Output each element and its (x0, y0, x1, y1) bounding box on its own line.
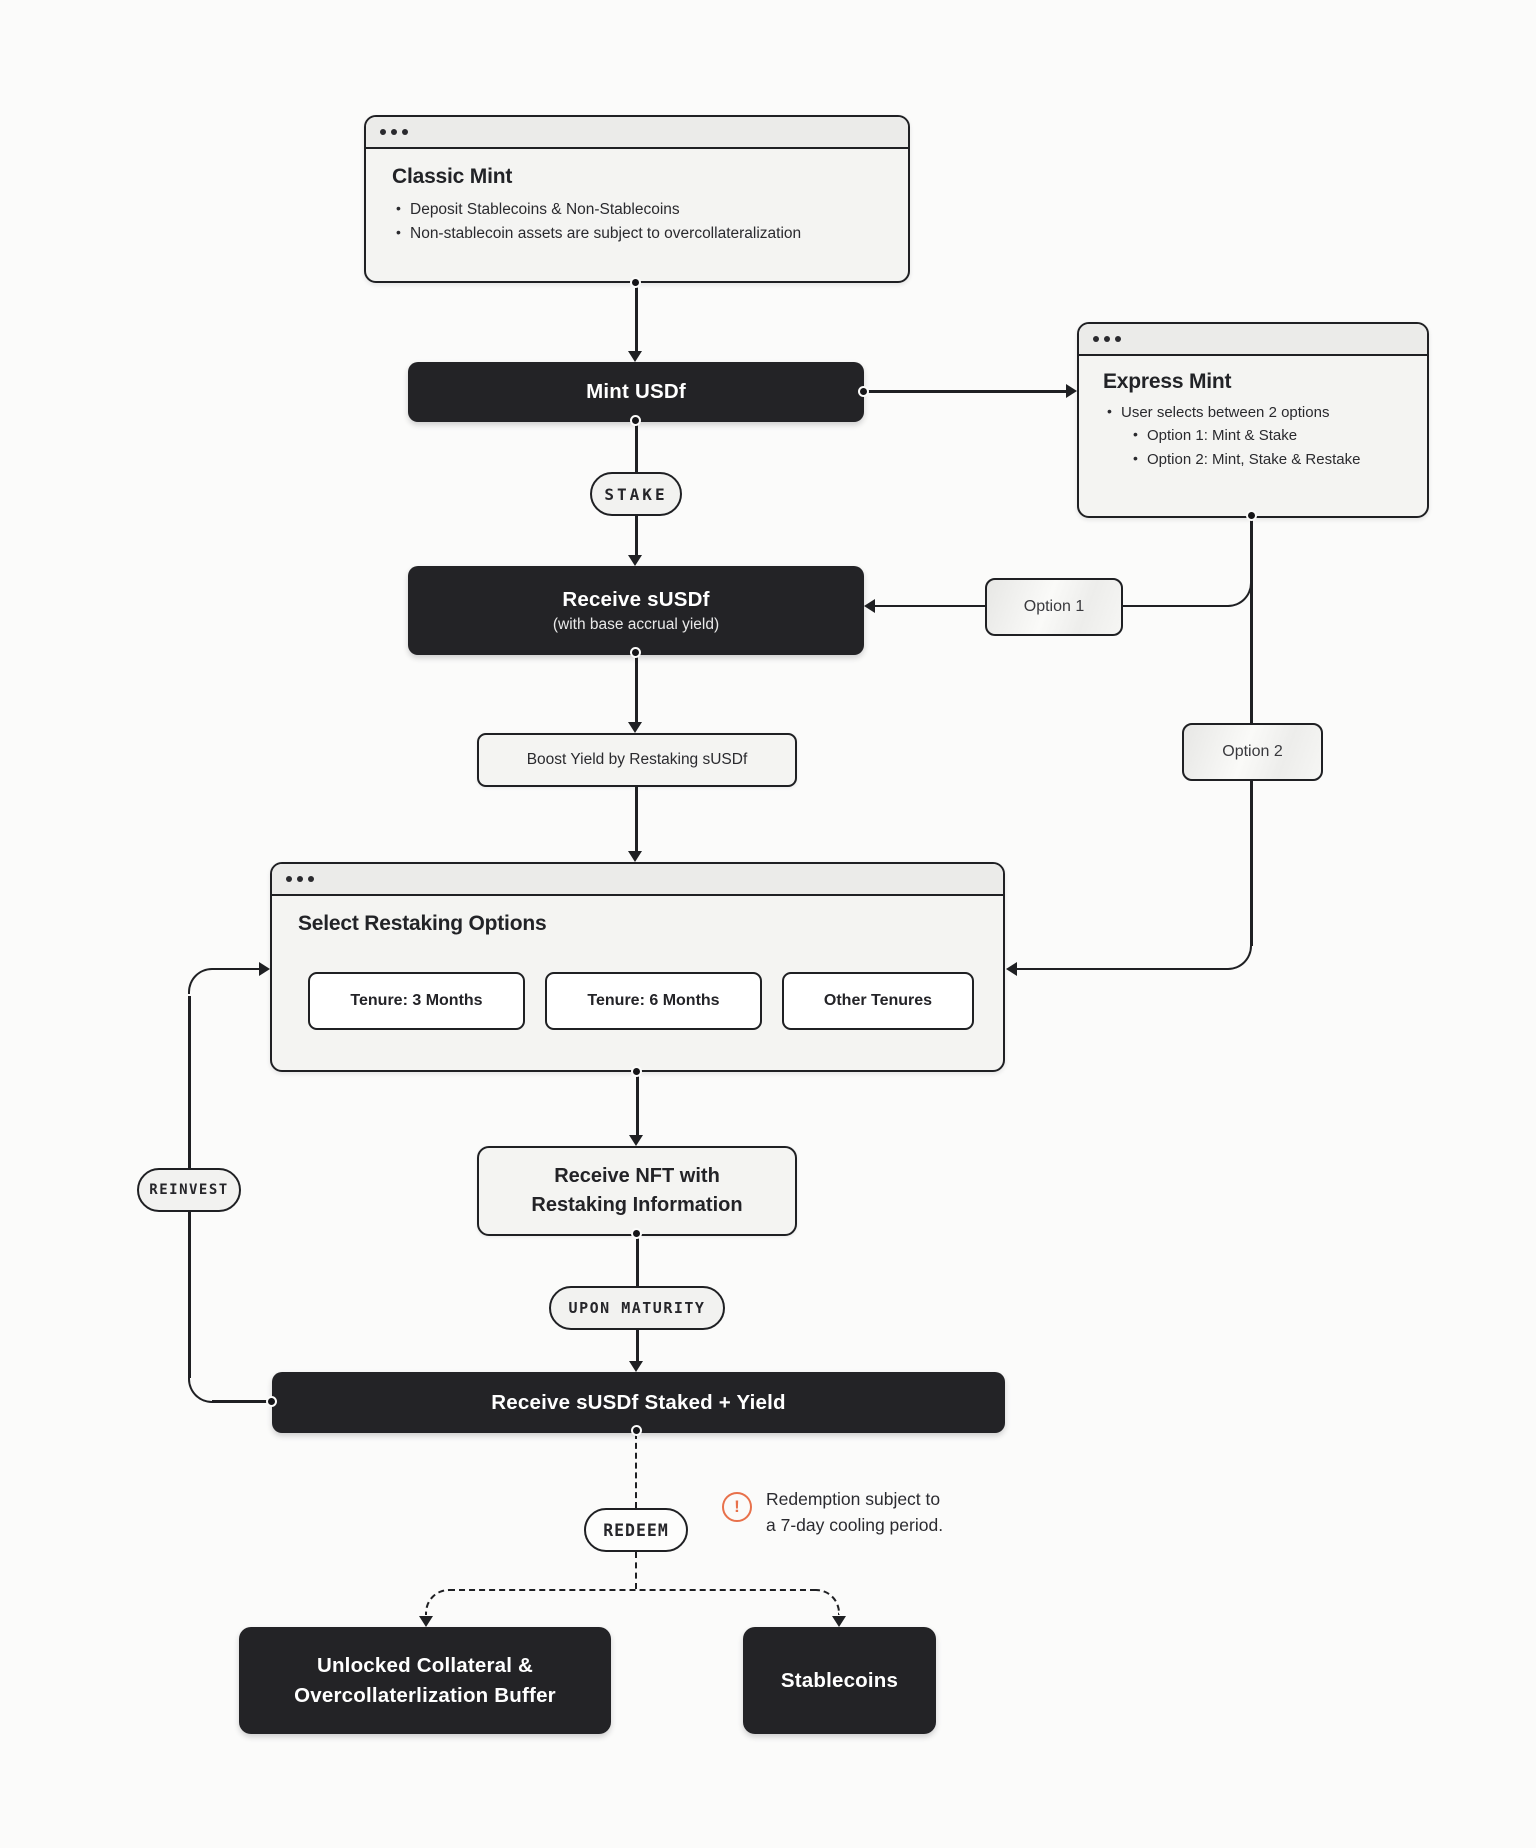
reinvest-pill: REINVEST (137, 1168, 241, 1212)
other-tenures-button[interactable]: Other Tenures (782, 972, 974, 1030)
window-titlebar (366, 117, 908, 149)
arrowhead-down-icon (831, 1616, 846, 1627)
boost-yield-node: Boost Yield by Restaking sUSDf (477, 733, 797, 787)
dashed-connector-corner (425, 1589, 451, 1615)
option-2-label-box: Option 2 (1182, 723, 1323, 781)
receive-staked-node: Receive sUSDf Staked + Yield (272, 1372, 1005, 1433)
stake-pill: STAKE (590, 472, 682, 516)
window-dots-icon (1104, 336, 1110, 342)
upon-maturity-pill: UPON MATURITY (549, 1286, 725, 1330)
classic-mint-bullet: Deposit Stablecoins & Non-Stablecoins (392, 198, 882, 222)
connector-line (635, 655, 638, 723)
connector-dot (266, 1396, 277, 1407)
connector-dot (630, 415, 641, 426)
connector-line (636, 1072, 639, 1136)
connector-corner (188, 1376, 214, 1403)
connector-line (212, 967, 259, 970)
window-dots-icon (286, 876, 292, 882)
receive-susdf-title: Receive sUSDf (562, 587, 710, 611)
express-mint-sub-bullet: Option 2: Mint, Stake & Restake (1129, 448, 1407, 471)
warning-icon: ! (722, 1492, 752, 1522)
receive-nft-line2: Restaking Information (531, 1194, 743, 1216)
connector-line (636, 1236, 639, 1286)
window-dots-icon (391, 129, 397, 135)
tenure-6-months-button[interactable]: Tenure: 6 Months (545, 972, 762, 1030)
window-titlebar (1079, 324, 1427, 356)
classic-mint-window: Classic Mint Deposit Stablecoins & Non-S… (364, 115, 910, 283)
unlocked-collateral-node: Unlocked Collateral & Overcollaterlizati… (239, 1627, 611, 1734)
connector-corner (188, 967, 214, 994)
connector-corner (1226, 581, 1252, 607)
arrowhead-down-icon (628, 555, 642, 566)
dashed-connector-line (449, 1589, 816, 1591)
arrowhead-down-icon (628, 722, 642, 733)
connector-dot (630, 277, 641, 288)
window-titlebar (272, 864, 1003, 896)
connector-line (635, 422, 638, 472)
express-mint-title: Express Mint (1103, 370, 1232, 393)
connector-line (864, 390, 1074, 393)
receive-staked-label: Receive sUSDf Staked + Yield (491, 1390, 786, 1414)
express-mint-window: Express Mint User selects between 2 opti… (1077, 322, 1429, 518)
arrowhead-right-icon (1066, 384, 1077, 398)
classic-mint-title: Classic Mint (392, 165, 513, 188)
window-dots-icon (380, 129, 386, 135)
classic-mint-bullet: Non-stablecoin assets are subject to ove… (392, 222, 882, 246)
tenure-3-months-button[interactable]: Tenure: 3 Months (308, 972, 525, 1030)
connector-line (1123, 604, 1229, 607)
connector-line (875, 604, 985, 607)
window-dots-icon (1093, 336, 1099, 342)
arrowhead-left-icon (1006, 962, 1017, 976)
dashed-connector-line (635, 1552, 637, 1589)
unlocked-collateral-line1: Unlocked Collateral & (316, 1653, 534, 1677)
select-restaking-window: Select Restaking Options (270, 862, 1005, 1072)
unlocked-collateral-line2: Overcollaterlization Buffer (294, 1683, 556, 1707)
redemption-note: Redemption subject to a 7-day cooling pe… (766, 1486, 943, 1539)
select-restaking-title: Select Restaking Options (298, 912, 547, 935)
dashed-connector-line (635, 1433, 637, 1508)
connector-dot (630, 647, 641, 658)
connector-dot (631, 1425, 642, 1436)
window-dots-icon (1115, 336, 1121, 342)
window-dots-icon (297, 876, 303, 882)
redemption-note-line2: a 7-day cooling period. (766, 1515, 944, 1536)
receive-susdf-subtitle: (with base accrual yield) (552, 615, 720, 633)
redeem-pill: REDEEM (584, 1508, 688, 1552)
express-mint-bullet: User selects between 2 options (1103, 401, 1407, 424)
connector-line (1012, 967, 1228, 970)
redemption-note-line1: Redemption subject to (766, 1489, 941, 1509)
stablecoins-node: Stablecoins (743, 1627, 936, 1734)
arrowhead-down-icon (629, 1361, 643, 1372)
connector-line (212, 1400, 272, 1403)
connector-line (635, 284, 638, 351)
arrowhead-left-icon (864, 599, 875, 613)
arrowhead-down-icon (628, 351, 642, 362)
connector-line (635, 787, 638, 851)
receive-nft-line1: Receive NFT with (554, 1165, 720, 1187)
arrowhead-down-icon (629, 1135, 643, 1146)
connector-corner (1226, 944, 1252, 970)
receive-nft-node: Receive NFT with Restaking Information (477, 1146, 797, 1236)
arrowhead-down-icon (418, 1616, 433, 1627)
connector-dot (631, 1228, 642, 1239)
mint-usdf-node: Mint USDf (408, 362, 864, 422)
connector-line (636, 1330, 639, 1361)
arrowhead-right-icon (259, 962, 270, 976)
receive-susdf-node: Receive sUSDf (with base accrual yield) (408, 566, 864, 655)
connector-dot (858, 386, 869, 397)
mint-usdf-label: Mint USDf (586, 380, 686, 403)
connector-dot (1246, 510, 1257, 521)
connector-line (635, 516, 638, 555)
option-1-label-box: Option 1 (985, 578, 1123, 636)
dashed-connector-corner (814, 1589, 840, 1615)
stablecoins-label: Stablecoins (780, 1668, 899, 1692)
express-mint-sub-bullet: Option 1: Mint & Stake (1129, 424, 1407, 447)
arrowhead-down-icon (628, 851, 642, 862)
connector-dot (631, 1066, 642, 1077)
window-dots-icon (402, 129, 408, 135)
window-dots-icon (308, 876, 314, 882)
